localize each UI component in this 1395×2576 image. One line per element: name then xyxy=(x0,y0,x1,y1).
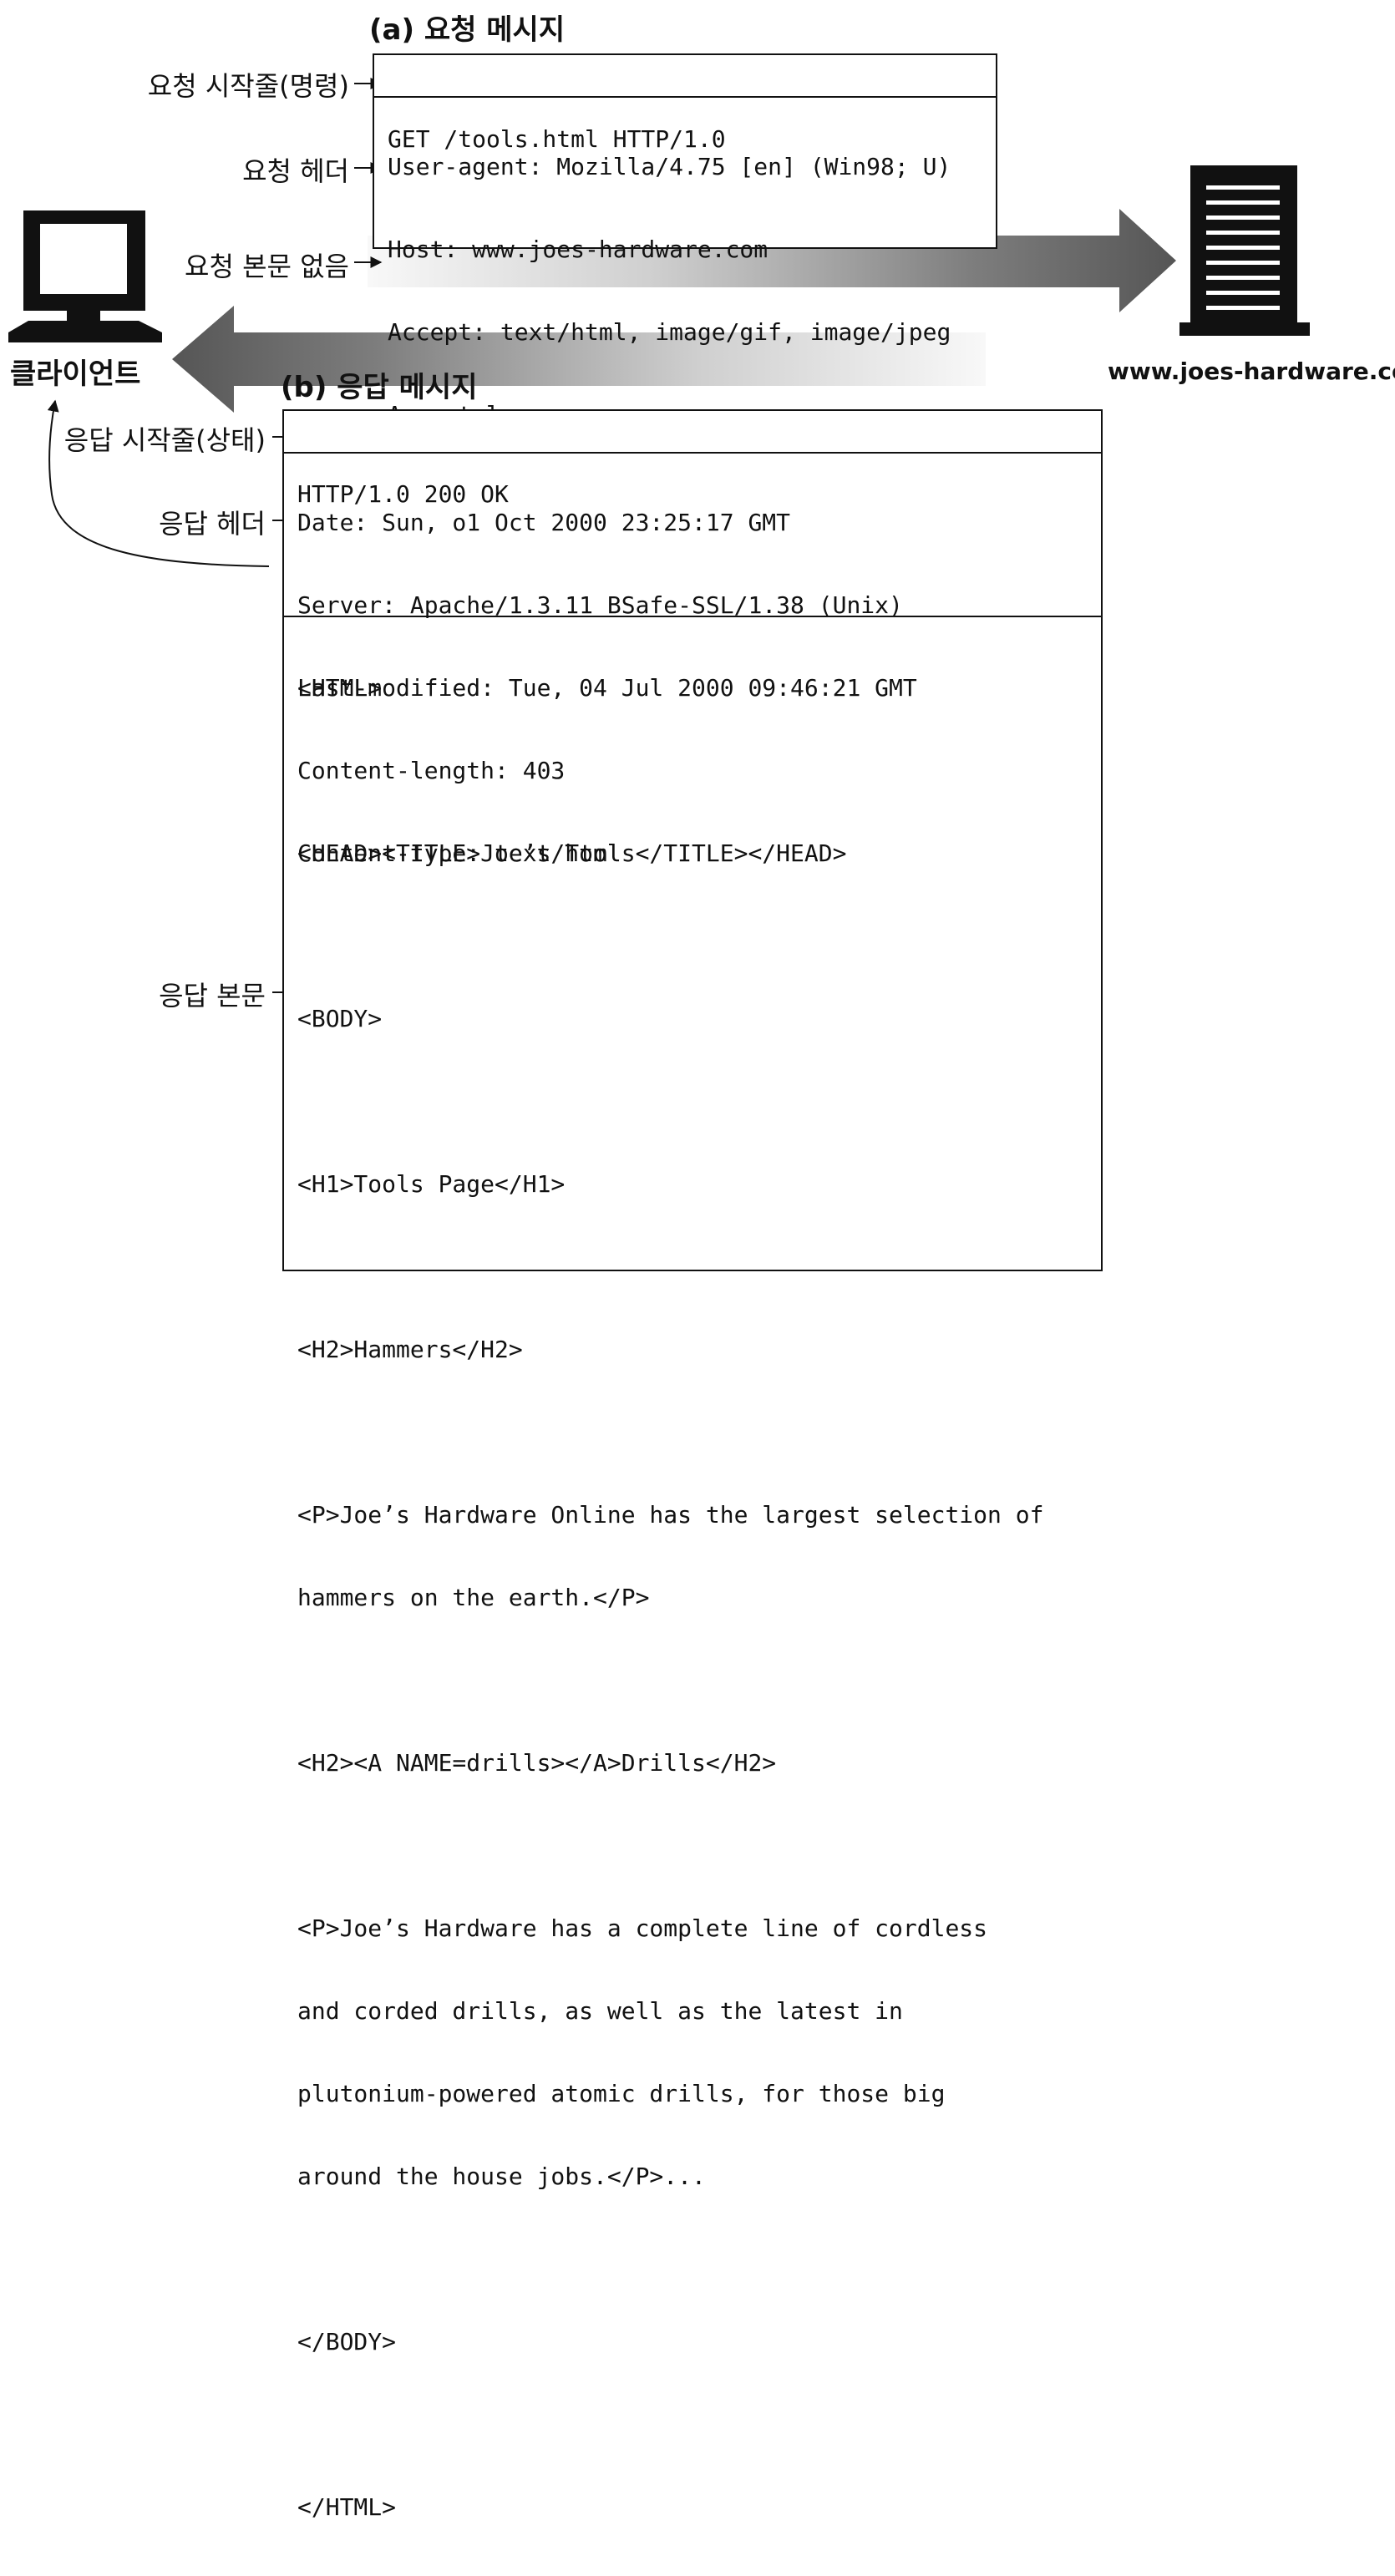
response-to-client-curve xyxy=(47,399,270,567)
request-header-line: Host: www.joes-hardware.com xyxy=(388,236,769,263)
computer-icon xyxy=(8,210,162,342)
response-body-line: plutonium-powered atomic drills, for tho… xyxy=(297,2080,946,2107)
response-start-line-label: 응답 시작줄(상태) xyxy=(63,424,266,456)
response-body-line: and corded drills, as well as the latest… xyxy=(297,1997,903,2025)
response-body-line: <H2>Hammers</H2> xyxy=(297,1336,523,1363)
response-message-title: (b) 응답 메시지 xyxy=(281,371,478,404)
response-flow-arrow xyxy=(172,306,986,413)
request-message-box: GET /tools.html HTTP/1.0 User-agent: Moz… xyxy=(373,53,997,428)
request-start-line-label: 요청 시작줄(명령) xyxy=(147,70,349,102)
response-message-box: HTTP/1.0 200 OK Date: Sun, o1 Oct 2000 2… xyxy=(282,409,1103,2521)
response-start-line: HTTP/1.0 200 OK xyxy=(297,480,509,508)
request-flow-arrow xyxy=(368,209,1176,312)
response-body-line xyxy=(297,1666,1101,1694)
response-body-line: hammers on the earth.</P> xyxy=(297,1584,650,1611)
response-body-line xyxy=(297,1088,1101,1115)
response-body-line xyxy=(297,2245,1101,2273)
response-body-label: 응답 본문 xyxy=(159,980,266,1012)
request-start-line-section: GET /tools.html HTTP/1.0 xyxy=(374,55,996,153)
server-icon xyxy=(1179,165,1310,336)
response-body-line: <H1>Tools Page</H1> xyxy=(297,1170,566,1198)
request-no-body-label: 요청 본문 없음 xyxy=(185,251,349,282)
response-body-line: <P>Joe’s Hardware has a complete line of… xyxy=(297,1914,988,1942)
request-message-title: (a) 요청 메시지 xyxy=(369,13,566,47)
response-headers-label: 응답 헤더 xyxy=(159,508,266,540)
response-header-line: Last-modified: Tue, 04 Jul 2000 09:46:21… xyxy=(297,674,917,702)
response-body-line xyxy=(297,2411,1101,2438)
server-label: www.joes-hardware.com xyxy=(1108,357,1395,385)
response-body-line: around the house jobs.</P>... xyxy=(297,2163,706,2190)
response-body-line: <H2><A NAME=drills></A>Drills</H2> xyxy=(297,1749,777,1777)
response-headers-section: Date: Sun, o1 Oct 2000 23:25:17 GMT Serv… xyxy=(284,454,1101,867)
response-body-line xyxy=(297,1253,1101,1280)
response-header-line: Content-length: 403 xyxy=(297,757,566,784)
request-header-line: User-agent: Mozilla/4.75 [en] (Win98; U) xyxy=(388,153,951,180)
response-body-line: <HTML> xyxy=(297,674,383,702)
request-start-line: GET /tools.html HTTP/1.0 xyxy=(388,125,726,153)
response-header-line: Date: Sun, o1 Oct 2000 23:25:17 GMT xyxy=(297,509,791,536)
client-label: 클라이언트 xyxy=(10,357,141,391)
response-body-line xyxy=(297,1832,1101,1859)
response-body-line: <BODY> xyxy=(297,1005,383,1032)
response-body-line: </HTML> xyxy=(297,2493,397,2521)
diagram-graphics xyxy=(8,78,1310,998)
response-body-line: </BODY> xyxy=(297,2328,397,2355)
response-header-line: Content-type: text/html xyxy=(297,839,621,867)
response-start-line-section: HTTP/1.0 200 OK xyxy=(284,411,1101,508)
response-body-line: <HEAD><TITLE>Joe’s Tools</TITLE></HEAD> xyxy=(297,839,847,867)
response-body-line xyxy=(297,1418,1101,1446)
response-header-line: Server: Apache/1.3.11 BSafe-SSL/1.38 (Un… xyxy=(297,591,903,619)
response-body-line: <P>Joe’s Hardware Online has the largest… xyxy=(297,1501,1044,1529)
response-body-section: <HTML> <HEAD><TITLE>Joe’s Tools</TITLE><… xyxy=(284,617,1101,2576)
response-body-line xyxy=(297,922,1101,950)
request-headers-label: 요청 헤더 xyxy=(242,155,349,187)
request-header-line: Accept: text/html, image/gif, image/jpeg xyxy=(388,318,951,346)
